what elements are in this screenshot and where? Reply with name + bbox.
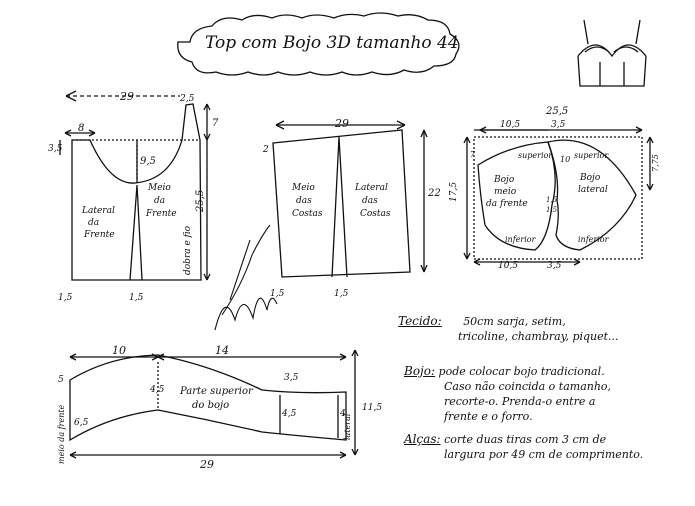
svg-text:10: 10 (560, 155, 570, 164)
svg-text:7,75: 7,75 (651, 154, 660, 172)
svg-text:da: da (154, 196, 165, 206)
title-cloud (177, 12, 460, 76)
svg-text:Meio: Meio (147, 183, 171, 193)
fabric-line-2: tricoline, chambray, piquet... (458, 330, 619, 343)
svg-text:29: 29 (334, 117, 349, 130)
svg-text:meio da frente: meio da frente (57, 404, 66, 464)
svg-text:3,5: 3,5 (547, 261, 562, 271)
svg-text:8: 8 (78, 123, 84, 134)
svg-text:superior: superior (574, 151, 609, 160)
cup-pieces (463, 126, 654, 266)
dimension-texts: Top com Bojo 3D tamanho 44 29 8 3,5 2,5 … (48, 33, 660, 471)
svg-text:inferior: inferior (505, 235, 537, 244)
title-text: Top com Bojo 3D tamanho 44 (205, 33, 459, 53)
svg-text:das: das (362, 196, 378, 206)
svg-text:22: 22 (427, 188, 441, 199)
fabric-line-1: 50cm sarja, setim, (463, 315, 566, 328)
cup-key: Bojo: (404, 364, 436, 378)
svg-text:Costas: Costas (360, 209, 391, 219)
svg-text:inferior: inferior (578, 235, 610, 244)
svg-text:Lateral: Lateral (81, 206, 115, 216)
svg-text:3,5: 3,5 (551, 120, 566, 130)
svg-text:25,5: 25,5 (545, 106, 568, 117)
upper-outline (69, 354, 347, 442)
svg-text:14: 14 (215, 344, 229, 357)
cup-left (477, 141, 556, 251)
svg-text:lateral: lateral (578, 185, 608, 195)
svg-text:4,5: 4,5 (149, 385, 165, 395)
cup-line-1: pode colocar bojo tradicional. (438, 365, 605, 378)
svg-text:11,5: 11,5 (362, 403, 382, 413)
svg-text:Meio: Meio (291, 183, 315, 193)
svg-text:9,5: 9,5 (140, 156, 156, 167)
front-piece (59, 90, 211, 281)
cup-right (547, 139, 637, 251)
signature (214, 224, 278, 331)
svg-text:meio: meio (494, 187, 517, 197)
svg-text:17,5: 17,5 (449, 182, 459, 202)
strap-note: Alças: corte duas tiras com 3 cm de larg… (404, 432, 689, 462)
back-piece (272, 120, 428, 278)
svg-text:3,5: 3,5 (284, 373, 299, 383)
svg-text:1,5: 1,5 (546, 196, 558, 204)
svg-text:2: 2 (262, 145, 269, 155)
svg-text:5: 5 (58, 375, 64, 385)
svg-text:Bojo: Bojo (579, 173, 601, 183)
cup-line-2: Caso não coincida o tamanho, (444, 380, 612, 393)
svg-text:10,5: 10,5 (498, 261, 518, 271)
cup-note: Bojo: pode colocar bojo tradicional. Cas… (404, 364, 689, 424)
svg-text:da: da (88, 218, 99, 228)
front-outline (71, 103, 202, 281)
svg-text:1,5: 1,5 (58, 293, 73, 303)
svg-text:Frente: Frente (145, 209, 177, 219)
svg-text:lateral: lateral (343, 413, 352, 440)
svg-text:4,5: 4,5 (281, 409, 297, 419)
front-dart (129, 184, 143, 281)
svg-text:2,5: 2,5 (179, 94, 195, 104)
svg-text:do bojo: do bojo (192, 400, 229, 411)
svg-text:7: 7 (470, 150, 476, 159)
cup-line-3: recorte-o. Prenda-o entre a (444, 395, 596, 408)
svg-text:Lateral: Lateral (354, 183, 388, 193)
svg-text:Bojo: Bojo (493, 175, 515, 185)
svg-text:25,5: 25,5 (195, 190, 206, 213)
svg-text:4: 4 (339, 409, 346, 419)
svg-text:3,5: 3,5 (48, 144, 63, 154)
svg-text:dobra e fio: dobra e fio (183, 225, 193, 275)
fabric-note: Tecido: 50cm sarja, setim, tricoline, ch… (398, 314, 688, 344)
svg-text:10: 10 (112, 344, 126, 357)
svg-text:da frente: da frente (486, 199, 528, 209)
svg-text:29: 29 (199, 458, 214, 471)
fabric-key: Tecido: (398, 314, 442, 328)
strap-key: Alças: (404, 432, 441, 446)
top-illustration (577, 19, 647, 87)
svg-text:das: das (296, 196, 312, 206)
svg-text:6,5: 6,5 (74, 418, 89, 428)
svg-text:Costas: Costas (292, 209, 323, 219)
svg-text:Frente: Frente (83, 230, 115, 240)
svg-text:1,5: 1,5 (546, 206, 558, 214)
svg-text:10,5: 10,5 (500, 120, 520, 130)
back-dart (331, 136, 348, 278)
back-outline (272, 129, 411, 278)
svg-text:superior: superior (518, 151, 553, 160)
svg-text:29: 29 (119, 90, 134, 103)
upper-cup-piece (69, 349, 359, 459)
svg-text:1,5: 1,5 (334, 289, 349, 299)
strap-line-2: largura por 49 cm de comprimento. (444, 448, 644, 461)
svg-text:Parte superior: Parte superior (179, 386, 254, 397)
svg-text:7: 7 (212, 118, 219, 129)
strap-line-1: corte duas tiras com 3 cm de (444, 433, 607, 446)
cup-line-4: frente e o forro. (444, 410, 533, 423)
svg-text:1,5: 1,5 (270, 289, 285, 299)
svg-text:1,5: 1,5 (129, 293, 144, 303)
